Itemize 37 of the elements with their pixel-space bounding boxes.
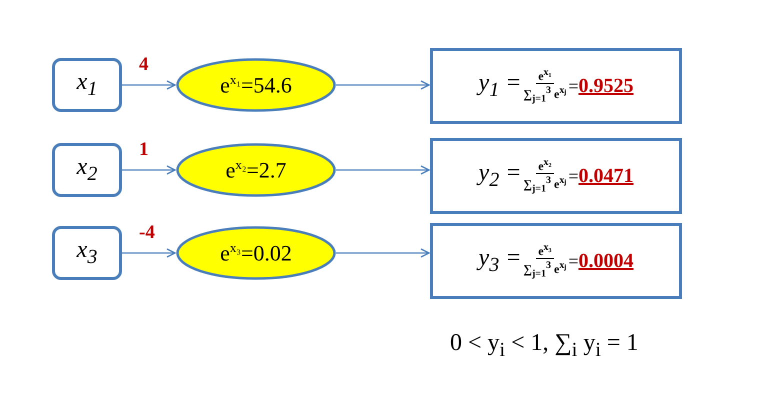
exponent-value: e$^{x₂}$=2.7: [226, 156, 286, 184]
output-box: [430, 223, 682, 299]
input-box: [52, 143, 122, 197]
fraction-numerator: e$^{x₁}$: [536, 66, 554, 84]
input-variable: x$_{3}$: [76, 237, 98, 269]
probability-value: 0.0471: [578, 164, 634, 188]
fraction-numerator: e$^{x₃}$: [536, 240, 554, 259]
arrow: [336, 165, 430, 175]
arrow: [336, 80, 430, 90]
output-variable: y$_{3}$ =: [478, 245, 522, 277]
input-box: [52, 58, 122, 112]
arrow: [122, 248, 176, 258]
arrow: [336, 248, 430, 258]
input-variable: x$_{2}$: [76, 154, 98, 186]
exponent-value: e$^{x₁}$=54.6: [220, 72, 292, 98]
fraction-denominator: ∑$_{j=1}$$^{3}$ e$^{xⱼ}$: [523, 174, 566, 196]
input-variable: x$_{1}$: [76, 69, 98, 101]
arrow: [122, 165, 176, 175]
output-variable: y$_{2}$ =: [478, 160, 522, 192]
input-box: [52, 226, 122, 280]
fraction-denominator: ∑$_{j=1}$$^{3}$ e$^{xⱼ}$: [523, 258, 566, 282]
fraction-numerator: e$^{x₂}$: [536, 156, 554, 174]
output-box: [430, 48, 682, 124]
constraint-formula: 0 < y$_{i}$ < 1, ∑$_{i}$ y$_{i}$ = 1: [450, 330, 638, 362]
exponent-value: e$^{x₃}$=0.02: [220, 240, 292, 266]
equals-sign: =: [568, 166, 578, 186]
equals-sign: =: [568, 250, 578, 272]
exponent-ellipse: [176, 226, 336, 280]
output-box: [430, 138, 682, 214]
fraction-denominator: ∑$_{j=1}$$^{3}$ e$^{xⱼ}$: [523, 84, 566, 106]
exponent-ellipse: [176, 58, 336, 112]
output-variable: y$_{1}$ =: [478, 70, 522, 102]
exponent-ellipse: [176, 143, 336, 197]
equals-sign: =: [568, 76, 578, 96]
probability-value: 0.0004: [578, 250, 634, 272]
probability-value: 0.9525: [578, 74, 634, 98]
arrow: [122, 80, 176, 90]
